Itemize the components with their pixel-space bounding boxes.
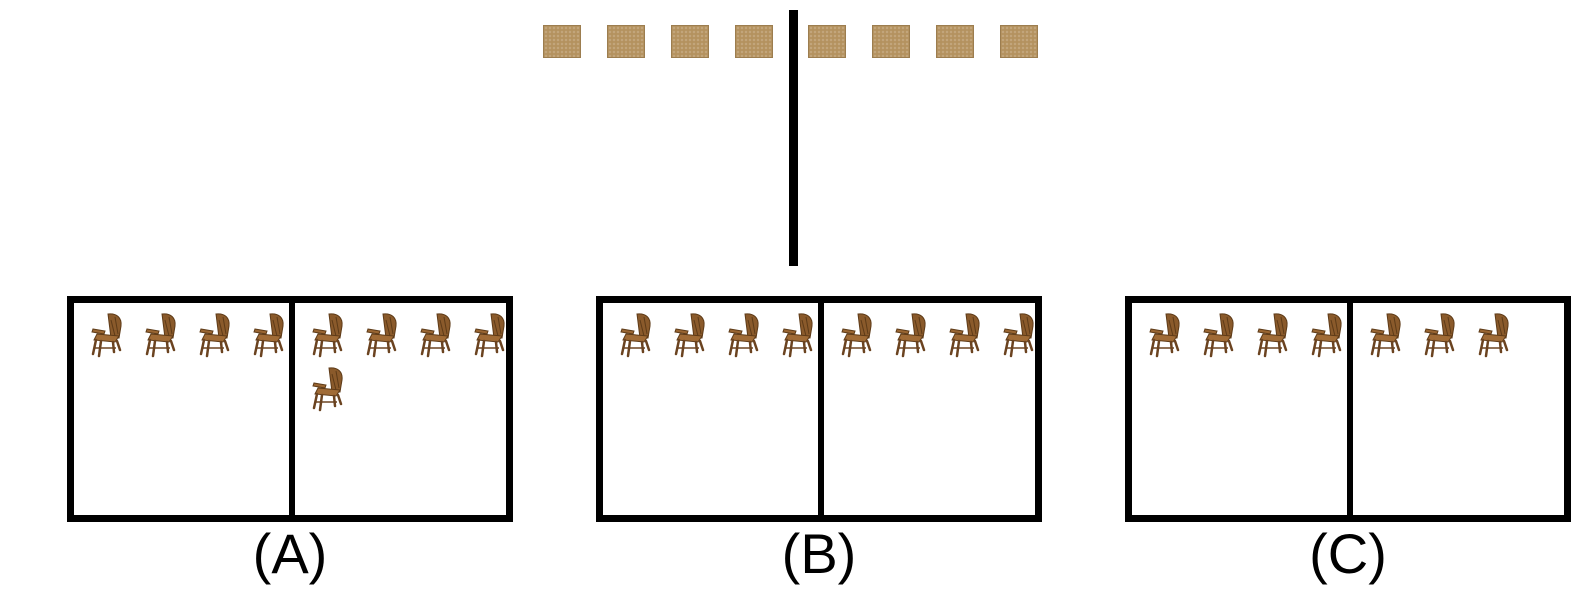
option-a-label: (A)	[252, 522, 328, 585]
right-compartment	[1353, 303, 1564, 515]
chair-icon	[310, 312, 348, 358]
box-divider	[1347, 303, 1353, 515]
chair-icon	[472, 312, 510, 358]
left-compartment	[603, 303, 818, 515]
mat-icon	[936, 25, 974, 58]
chair-icon	[1201, 312, 1239, 358]
mat-icon	[607, 25, 645, 58]
chair-icon	[1001, 312, 1039, 358]
chair-icon	[1255, 312, 1293, 358]
vertical-divider	[789, 10, 798, 266]
chair-icon	[1476, 312, 1514, 358]
chair-icon	[839, 312, 877, 358]
chair-icon	[672, 312, 710, 358]
option-a-box[interactable]	[67, 296, 513, 522]
chair-icon	[89, 312, 127, 358]
chair-icon	[197, 312, 235, 358]
box-divider	[289, 303, 295, 515]
mat-icon	[671, 25, 709, 58]
chair-icon	[418, 312, 456, 358]
chair-icon	[893, 312, 931, 358]
chair-icon	[143, 312, 181, 358]
mat-icon	[543, 25, 581, 58]
box-divider	[818, 303, 824, 515]
mat-icon	[808, 25, 846, 58]
option-c-label: (C)	[1309, 522, 1387, 585]
chair-icon	[618, 312, 656, 358]
option-b-label: (B)	[781, 522, 857, 585]
mat-icon	[872, 25, 910, 58]
chair-icon	[780, 312, 818, 358]
left-compartment	[74, 303, 289, 515]
chair-icon	[251, 312, 289, 358]
option-c-box[interactable]	[1125, 296, 1571, 522]
chair-icon	[726, 312, 764, 358]
chair-icon	[364, 312, 402, 358]
mat-icon	[1000, 25, 1038, 58]
right-compartment	[824, 303, 1035, 515]
chair-icon	[947, 312, 985, 358]
right-compartment	[295, 303, 506, 515]
left-compartment	[1132, 303, 1347, 515]
option-b-box[interactable]	[596, 296, 1042, 522]
chair-icon	[1422, 312, 1460, 358]
chair-icon	[1309, 312, 1347, 358]
mat-icon	[735, 25, 773, 58]
chair-icon	[1368, 312, 1406, 358]
chair-icon	[310, 366, 348, 412]
chair-icon	[1147, 312, 1185, 358]
